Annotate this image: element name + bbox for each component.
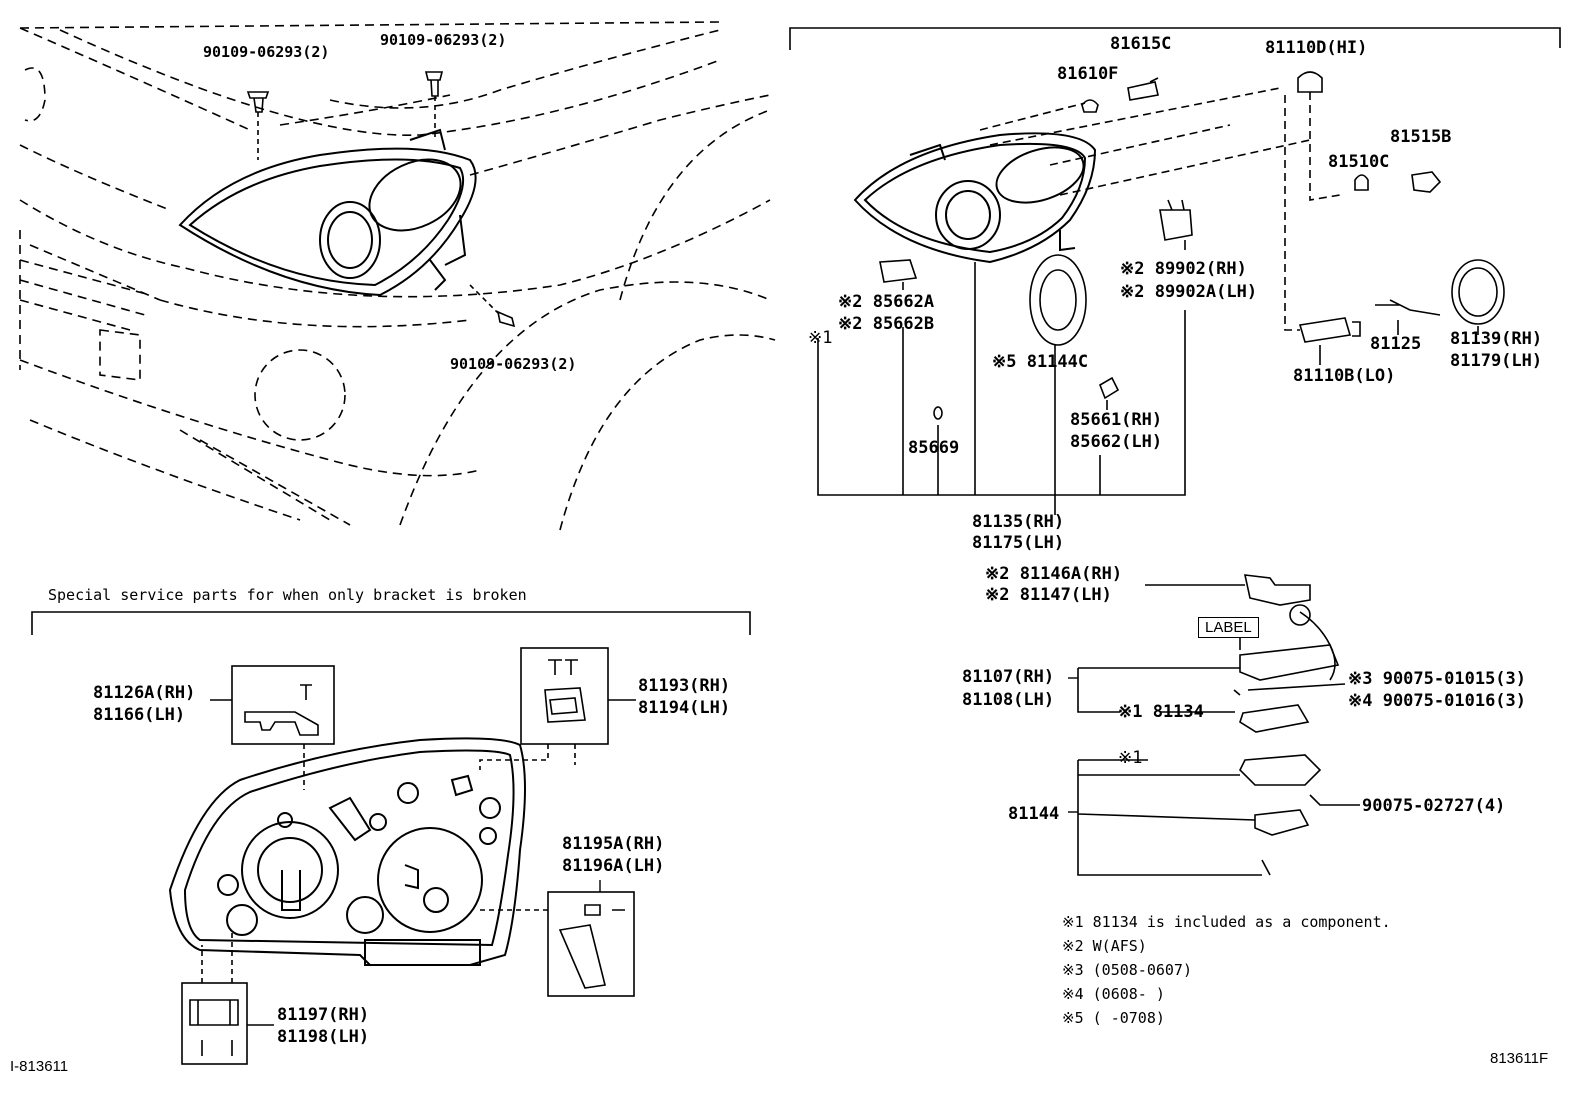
headlamp-rear-view [168, 737, 526, 966]
part-label-81179: 81179(LH) [1450, 351, 1543, 371]
part-label-81144: 81144 [1008, 804, 1060, 824]
part-label-90075-01015: ※3 90075-01015(3) [1348, 669, 1527, 689]
part-label-81615c: 81615C [1110, 34, 1172, 54]
afs-unit [1077, 574, 1346, 733]
part-label-81166: 81166(LH) [93, 705, 186, 725]
headlamp-installed [178, 128, 477, 297]
leader-lines [817, 240, 1479, 515]
part-label-81147: ※2 81147(LH) [985, 585, 1112, 605]
part-label-89902a: ※2 89902A(LH) [1120, 282, 1258, 302]
part-label-81126a: 81126A(RH) [93, 683, 196, 703]
component-icons [879, 71, 1505, 420]
part-label-85662: 85662(LH) [1070, 432, 1163, 452]
part-box-81193 [520, 647, 609, 745]
part-label-85669: 85669 [908, 438, 960, 458]
ballast-assembly [1077, 754, 1360, 876]
part-label-81146a: ※2 81146A(RH) [985, 564, 1123, 584]
footnote-4: ※4 (0608- ) [1062, 985, 1165, 1003]
assembly-bracket [789, 27, 1561, 50]
part-box-81195a [547, 891, 635, 997]
footnote-3: ※3 (0508-0607) [1062, 961, 1192, 979]
part-label-81110b: 81110B(LO) [1293, 366, 1396, 386]
part-label-81125: 81125 [1370, 334, 1422, 354]
service-bracket [31, 611, 751, 635]
service-parts-caption: Special service parts for when only brac… [48, 586, 527, 604]
footnote-2: ※2 W(AFS) [1062, 937, 1147, 955]
bolt-icons [246, 71, 516, 328]
part-label-81110d: 81110D(HI) [1265, 38, 1368, 58]
part-label-81134: ※1 81134 [1118, 702, 1204, 722]
footnote-1: ※1 81134 is included as a component. [1062, 913, 1391, 931]
label-box: LABEL [1198, 617, 1259, 638]
footnote-5: ※5 ( -0708) [1062, 1009, 1165, 1027]
part-label-81195a: 81195A(RH) [562, 834, 665, 854]
part-label-81175: 81175(LH) [972, 533, 1065, 553]
part-label-90109-06293-c: 90109-06293(2) [450, 355, 577, 373]
part-box-81197 [181, 982, 248, 1065]
part-label-81197: 81197(RH) [277, 1005, 370, 1025]
part-label-85662b: ※2 85662B [838, 314, 935, 334]
part-label-81510c: 81510C [1328, 152, 1390, 172]
part-label-89902: ※2 89902(RH) [1120, 259, 1247, 279]
part-label-90075-02727: 90075-02727(4) [1362, 796, 1506, 816]
part-label-81515b: 81515B [1390, 127, 1452, 147]
part-label-81198: 81198(LH) [277, 1027, 370, 1047]
part-label-90075-01016: ※4 90075-01016(3) [1348, 691, 1527, 711]
part-label-81144c: ※5 81144C [992, 352, 1089, 372]
headlamp-assembly [853, 132, 1097, 264]
part-label-90109-06293-b: 90109-06293(2) [380, 31, 507, 49]
illustration-ref-right: 813611F [1490, 1050, 1549, 1067]
part-label-85661: 85661(RH) [1070, 410, 1163, 430]
car-body-outline [19, 21, 776, 531]
illustration-ref-left: I-813611 [10, 1058, 69, 1075]
part-box-81126a [231, 665, 335, 745]
part-label-81107: 81107(RH) [962, 667, 1055, 687]
part-label-81135: 81135(RH) [972, 512, 1065, 532]
note-mark-1: ※1 [808, 328, 833, 348]
part-label-85662a: ※2 85662A [838, 292, 935, 312]
part-label-81610f: 81610F [1057, 64, 1119, 84]
part-label-81139: 81139(RH) [1450, 329, 1543, 349]
part-label-90109-06293-a: 90109-06293(2) [203, 43, 330, 61]
note-mark-1-b: ※1 [1118, 748, 1143, 768]
part-label-81196a: 81196A(LH) [562, 856, 665, 876]
part-label-81194: 81194(LH) [638, 698, 731, 718]
part-label-81108: 81108(LH) [962, 690, 1055, 710]
part-label-81193: 81193(RH) [638, 676, 731, 696]
